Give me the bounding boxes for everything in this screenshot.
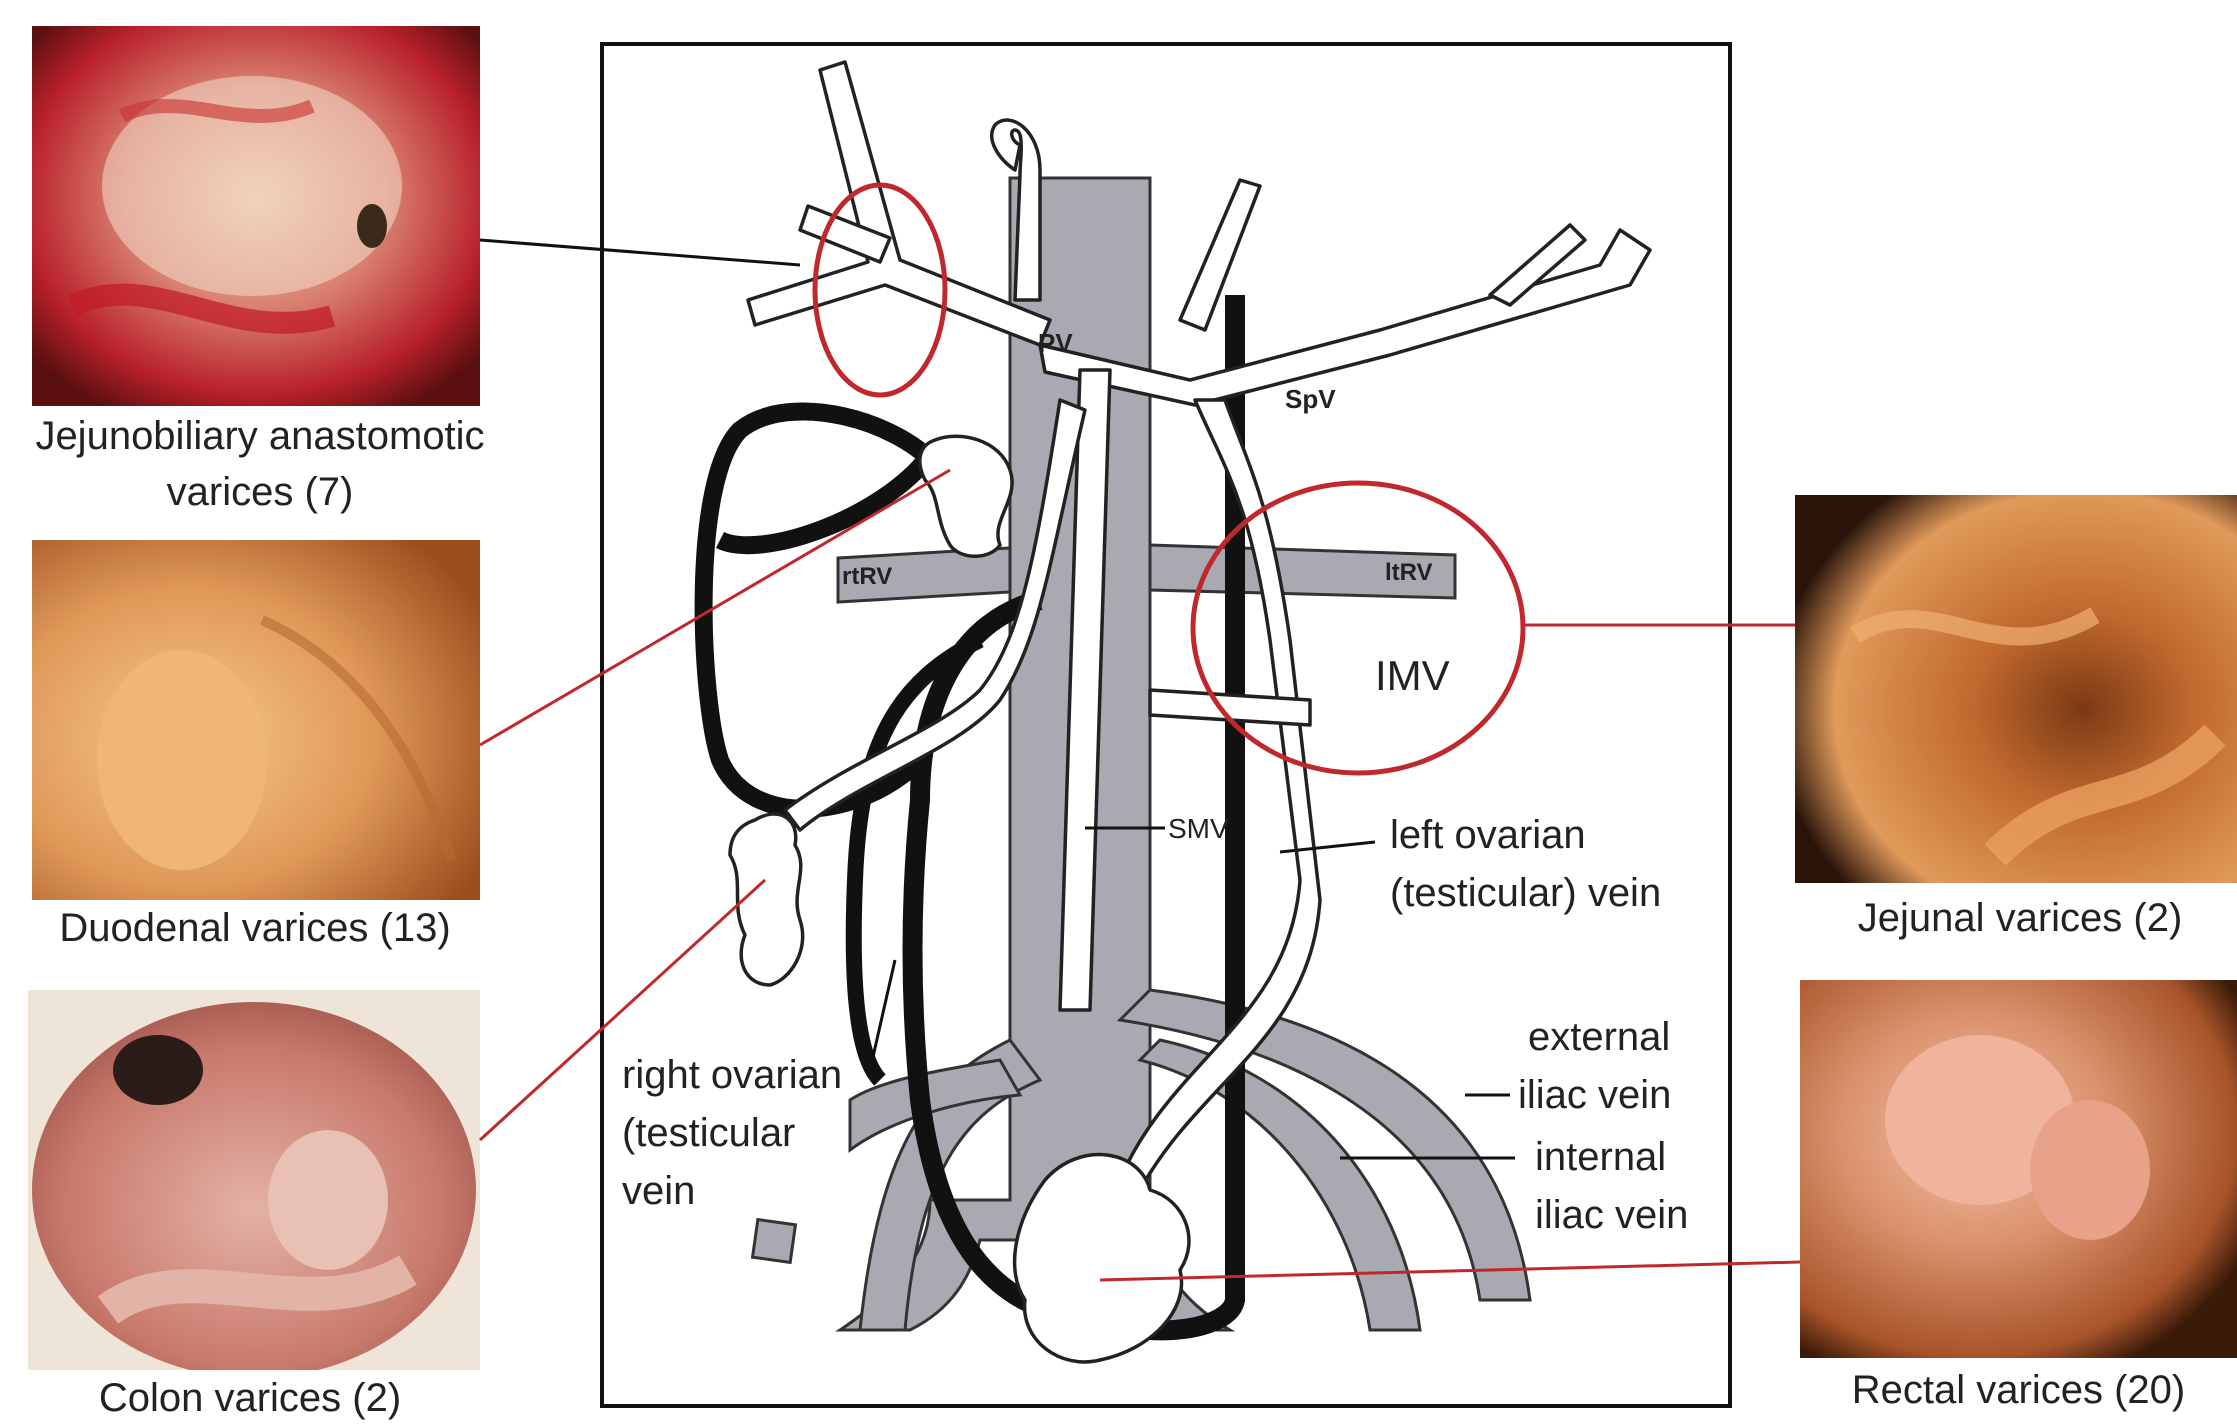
gray-fragment [753, 1220, 796, 1263]
label-internal-iliac-line1: internal [1535, 1135, 1666, 1179]
label-right-ovarian-line2: (testicular [622, 1111, 795, 1155]
label-external-iliac-line1: external [1528, 1015, 1670, 1059]
label-pv: PV [1038, 328, 1073, 358]
connector-jejunobiliary [480, 240, 800, 265]
duodenal-coil [920, 436, 1012, 556]
label-imv: IMV [1375, 652, 1450, 699]
label-rtrv: rtRV [842, 563, 892, 590]
hepatic-branch-left [748, 62, 1050, 345]
connector-rectal [1100, 1262, 1800, 1280]
connector-colon [480, 880, 765, 1140]
hepatic-branch-right [1180, 180, 1260, 330]
label-internal-iliac-line2: iliac vein [1535, 1193, 1688, 1237]
colon-coil [730, 814, 803, 985]
label-external-iliac-line2: iliac vein [1518, 1073, 1671, 1117]
label-left-ovarian-line1: left ovarian [1390, 813, 1586, 857]
label-left-ovarian-line2: (testicular) vein [1390, 871, 1661, 915]
label-smv: SMV [1168, 813, 1229, 844]
label-right-ovarian-line1: right ovarian [622, 1053, 842, 1097]
label-spv: SpV [1285, 384, 1336, 414]
pointer-right-ovarian [870, 960, 895, 1070]
label-ltrv: ltRV [1385, 559, 1433, 586]
label-right-ovarian-line3: vein [622, 1169, 695, 1213]
